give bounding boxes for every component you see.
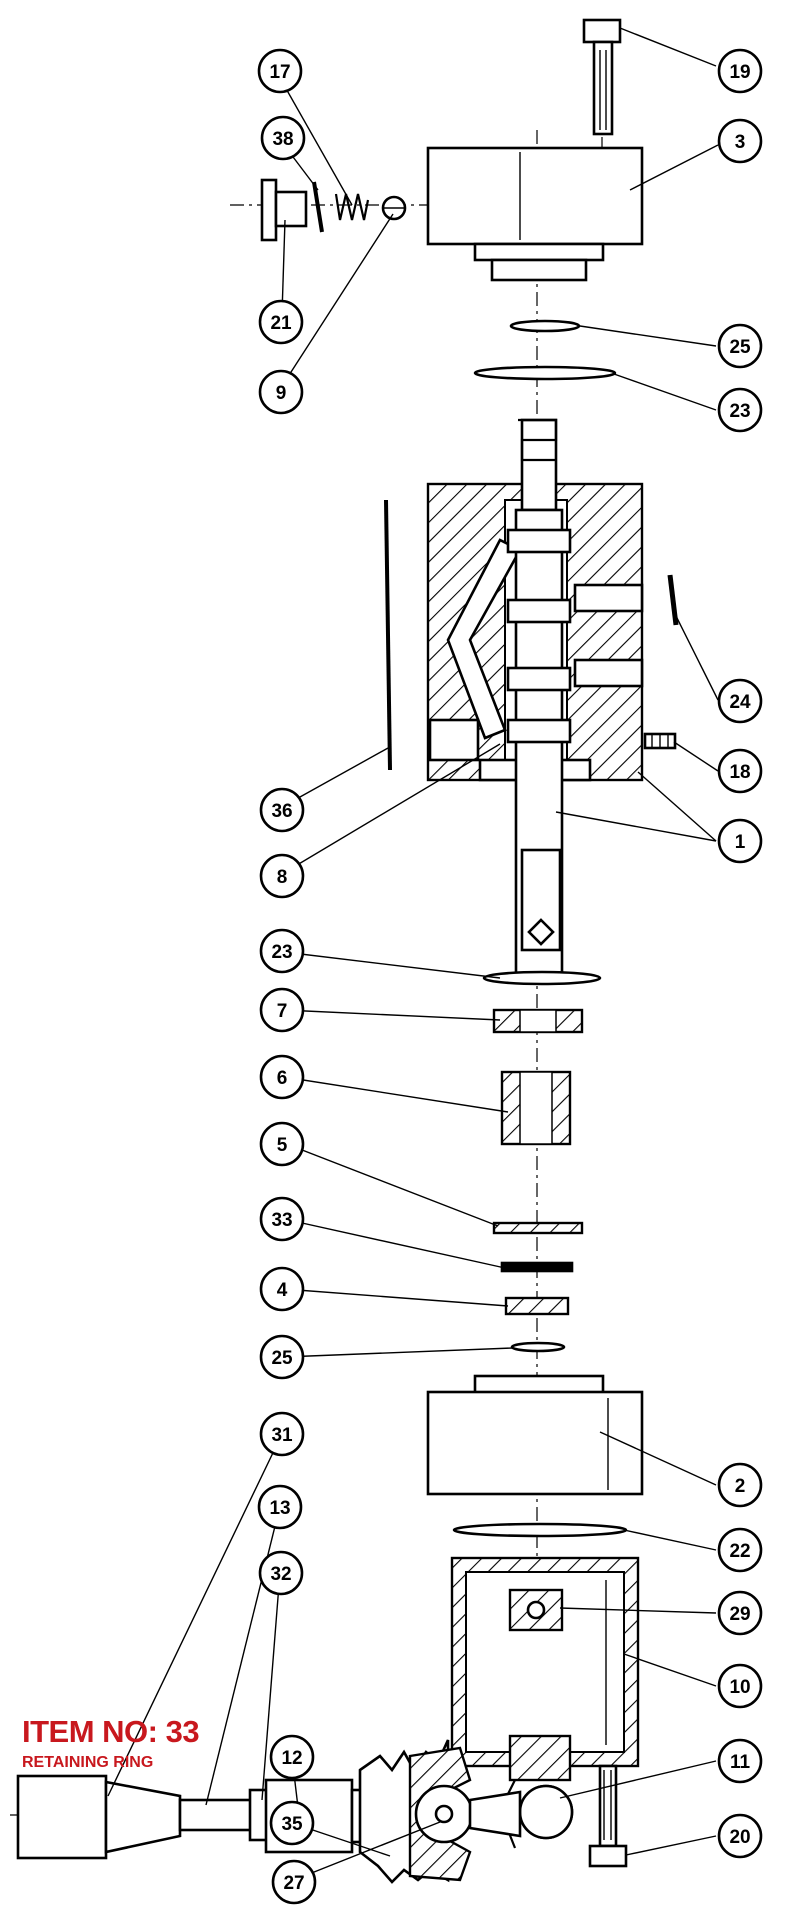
callout-label: 32 <box>270 1564 291 1585</box>
callout-label: 9 <box>276 383 287 404</box>
callout-label: 36 <box>271 801 292 822</box>
callout-label: 22 <box>729 1541 750 1562</box>
leader-lines <box>107 27 719 1881</box>
callout-balloon-11: 11 <box>717 1738 763 1784</box>
callout-balloon-21: 21 <box>258 299 304 345</box>
part-24-clip <box>667 574 679 626</box>
callout-balloon-18: 18 <box>717 748 763 794</box>
callout-balloon-23-lower: 23 <box>259 928 305 974</box>
callout-balloon-10: 10 <box>717 1663 763 1709</box>
callout-label: 31 <box>271 1425 293 1446</box>
part-9-ball <box>381 195 407 221</box>
callout-balloon-1: 1 <box>717 818 763 864</box>
callout-label: 8 <box>277 867 288 888</box>
part-21-detent-plunger <box>260 178 308 242</box>
callout-balloon-4: 4 <box>259 1266 305 1312</box>
part-3-upper-cap <box>426 146 644 282</box>
callout-label: 23 <box>729 401 750 422</box>
callout-balloon-25-upper: 25 <box>717 323 763 369</box>
callout-label: 5 <box>277 1135 288 1156</box>
callout-label: 13 <box>269 1498 290 1519</box>
callout-label: 23 <box>271 942 292 963</box>
callout-balloon-5: 5 <box>259 1121 305 1167</box>
part-25-oring-upper <box>509 319 581 333</box>
callout-label: 18 <box>729 762 750 783</box>
callout-balloon-36: 36 <box>259 787 305 833</box>
callout-balloon-27: 27 <box>271 1859 317 1905</box>
part-6-sleeve <box>500 1070 572 1146</box>
callout-balloon-6: 6 <box>259 1054 305 1100</box>
callout-label: 11 <box>730 1752 751 1773</box>
part-18-set-screw <box>643 732 677 750</box>
callout-label: 10 <box>729 1677 750 1698</box>
part-25-oring-lower <box>510 1341 566 1353</box>
callout-balloon-25-lower: 25 <box>259 1334 305 1380</box>
callout-label: 19 <box>729 62 750 83</box>
part-33-retaining-ring <box>500 1261 574 1273</box>
callout-label: 3 <box>735 132 746 153</box>
callout-balloon-8: 8 <box>259 853 305 899</box>
callout-balloon-24: 24 <box>717 678 763 724</box>
callout-balloon-17: 17 <box>257 48 303 94</box>
part-22-seal <box>452 1522 628 1538</box>
callout-label: 38 <box>272 129 293 150</box>
callout-balloon-3: 3 <box>717 118 763 164</box>
callout-label: 2 <box>735 1476 746 1497</box>
part-5-washer <box>492 1221 584 1235</box>
item-number-title: ITEM NO: 33 <box>22 1714 200 1749</box>
part-27-pivot <box>408 1746 522 1882</box>
callout-label: 12 <box>281 1748 302 1769</box>
callout-label: 7 <box>277 1001 288 1022</box>
callout-label: 24 <box>729 692 751 713</box>
callout-balloon-2: 2 <box>717 1462 763 1508</box>
part-19-cap-screw <box>582 18 622 136</box>
part-23-seal-lower <box>482 970 602 986</box>
item-description: RETAINING RING <box>22 1754 154 1771</box>
part-31-knob <box>16 1774 182 1860</box>
part-13-handle-rod <box>178 1798 254 1832</box>
callout-label: 21 <box>270 313 292 334</box>
part-1-spool <box>506 418 572 982</box>
callout-label: 27 <box>283 1873 304 1894</box>
callout-balloon-9: 9 <box>258 369 304 415</box>
callout-label: 6 <box>277 1068 288 1089</box>
part-17-spring <box>334 193 370 221</box>
callout-label: 1 <box>735 832 746 853</box>
callout-balloon-31: 31 <box>259 1411 305 1457</box>
callout-balloon-12: 12 <box>269 1734 315 1780</box>
callout-balloon-19: 19 <box>717 48 763 94</box>
callout-label: 25 <box>729 337 751 358</box>
callout-balloon-23-upper: 23 <box>717 387 763 433</box>
part-2-lower-cap <box>426 1374 644 1496</box>
part-20-bottom-screw <box>588 1764 628 1868</box>
callout-balloon-32: 32 <box>258 1550 304 1596</box>
callout-label: 33 <box>271 1210 292 1231</box>
callout-label: 4 <box>277 1280 288 1301</box>
part-10-housing <box>450 1556 640 1849</box>
part-7-bushing <box>492 1008 584 1034</box>
callout-label: 35 <box>281 1814 303 1835</box>
part-38-washer <box>312 181 324 233</box>
part-11-ball <box>518 1784 574 1840</box>
callout-balloon-29: 29 <box>717 1590 763 1636</box>
callout-balloon-20: 20 <box>717 1813 763 1859</box>
callout-balloon-22: 22 <box>717 1527 763 1573</box>
callout-balloon-35: 35 <box>269 1800 315 1846</box>
part-29-detent-block <box>508 1734 572 1782</box>
callout-balloon-38: 38 <box>260 115 306 161</box>
callout-balloon-7: 7 <box>259 987 305 1033</box>
callout-balloon-33: 33 <box>259 1196 305 1242</box>
callout-label: 29 <box>729 1604 750 1625</box>
callout-label: 20 <box>729 1827 750 1848</box>
callout-label: 25 <box>271 1348 293 1369</box>
callout-balloon-13: 13 <box>257 1484 303 1530</box>
part-23-seal-upper <box>473 365 617 381</box>
part-4-collar <box>504 1296 570 1316</box>
part-36-gasket <box>384 499 392 771</box>
callout-label: 17 <box>269 62 290 83</box>
